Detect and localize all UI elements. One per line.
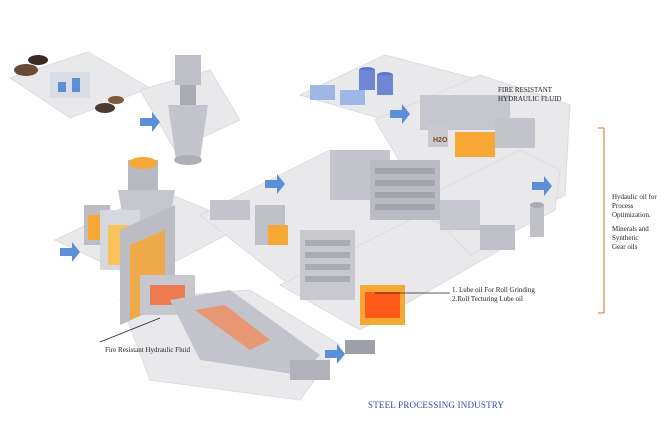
label-hydraulic-process: Hydaulic oil for Process Optimization. [612,193,657,219]
flow-arrow [532,176,552,196]
raw-material-piles [14,55,124,113]
continuous-caster [120,205,195,325]
flow-arrow [325,344,345,364]
h2o-tank-label: H2O [433,137,448,144]
label-fire-resistant-hydraulic-bottom: Fire Resistant Hydraulic Fluid [105,346,190,354]
main-mill [210,200,405,325]
diagram-title: STEEL PROCESSING INDUSTRY [368,400,505,410]
flow-arrow [60,242,80,262]
flow-arrow [140,112,160,132]
flow-arrows [60,104,552,364]
conveyor-line [170,290,375,380]
label-fire-resistant-hydraulic-top: FIRE RESISTANT HYDRAULIC FLUID [498,86,562,103]
storage-and-solar [310,67,393,105]
flow-arrow [390,104,410,124]
blast-tower [168,55,208,165]
bracket-pointers [99,292,450,343]
label-minerals-gear-oils: Minerals and Synthetic Gear oils [612,225,649,251]
rolling-mill [330,150,515,250]
label-lube-oil: 1. Lube oil For Roll Grinding 2.Roll Tec… [452,286,535,303]
hydraulic-unit [420,95,544,237]
flow-arrow [265,174,285,194]
oil-notes-bracket [598,127,605,314]
